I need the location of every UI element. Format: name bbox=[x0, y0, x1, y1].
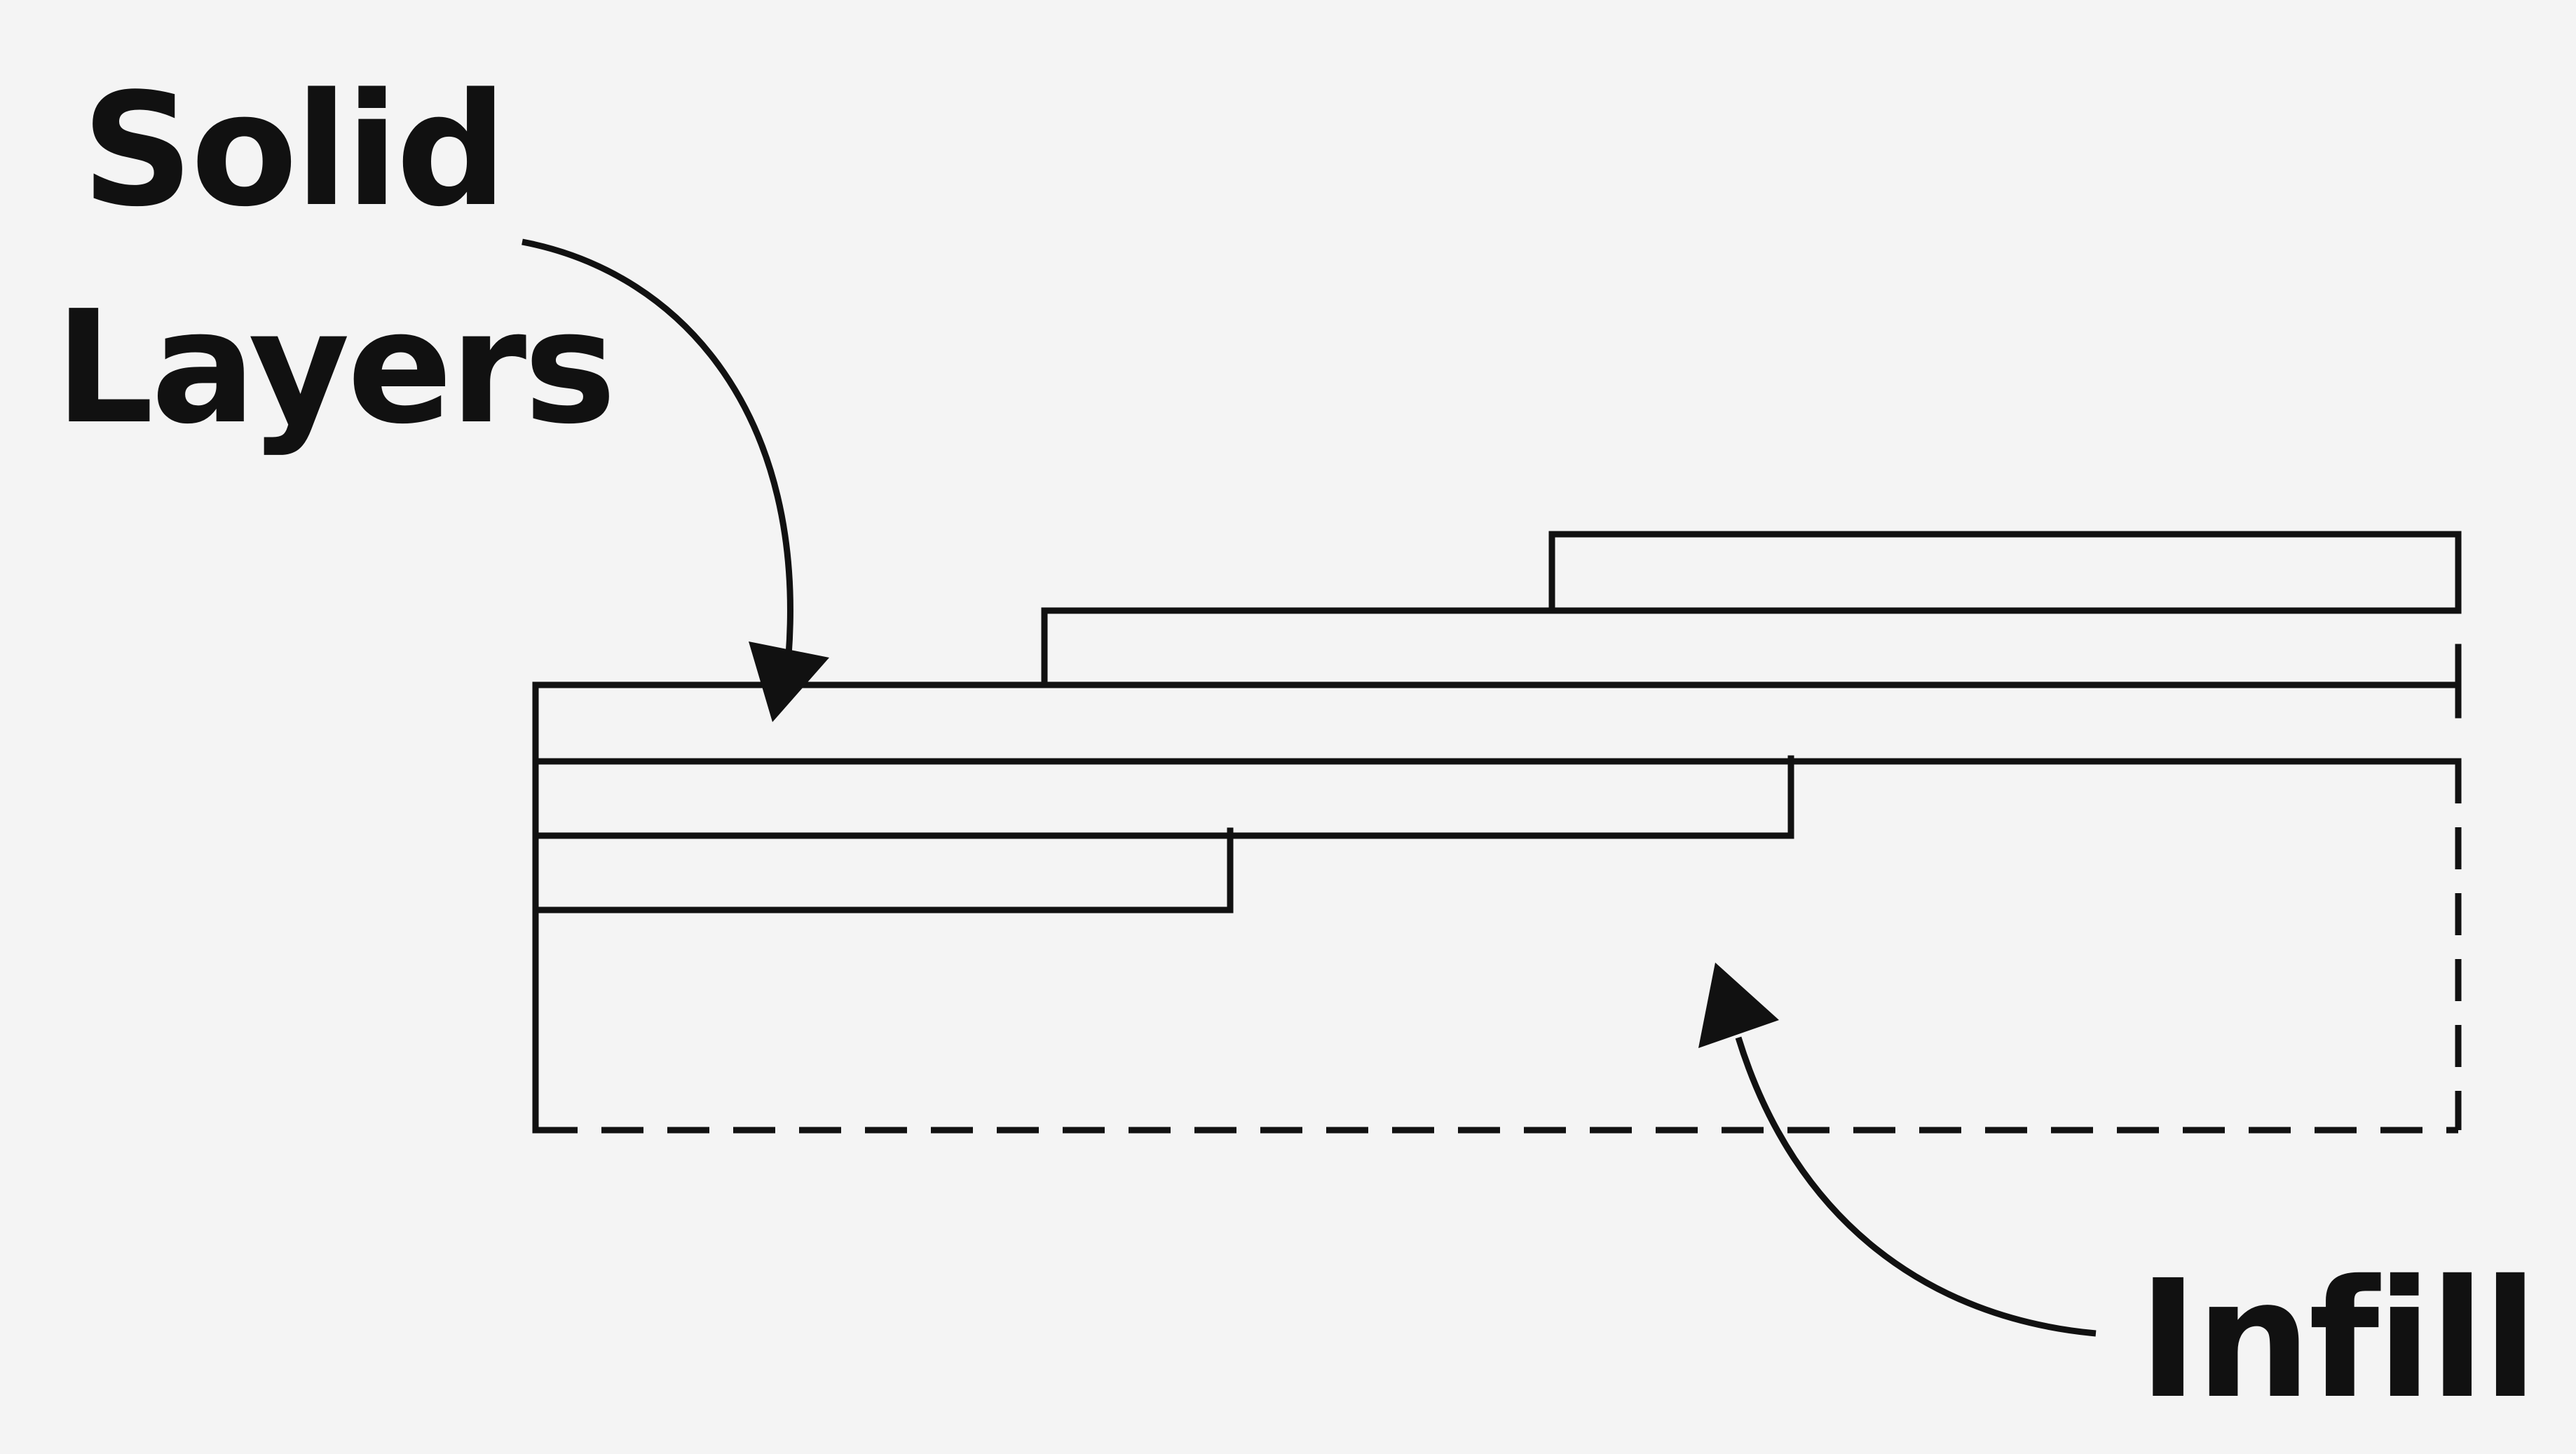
solid-layers-label: Solid Layers bbox=[55, 42, 616, 477]
infill-arrowhead-icon bbox=[1698, 963, 1779, 1048]
solid-label-line2: Layers bbox=[55, 278, 616, 458]
infill-label: Infill bbox=[2138, 1245, 2538, 1434]
infill-arrow-curve bbox=[1735, 1036, 2097, 1337]
solid-label-line1: Solid bbox=[81, 60, 507, 241]
solid-arrow-curve bbox=[522, 238, 793, 656]
solid-arrowhead-icon bbox=[749, 641, 829, 722]
